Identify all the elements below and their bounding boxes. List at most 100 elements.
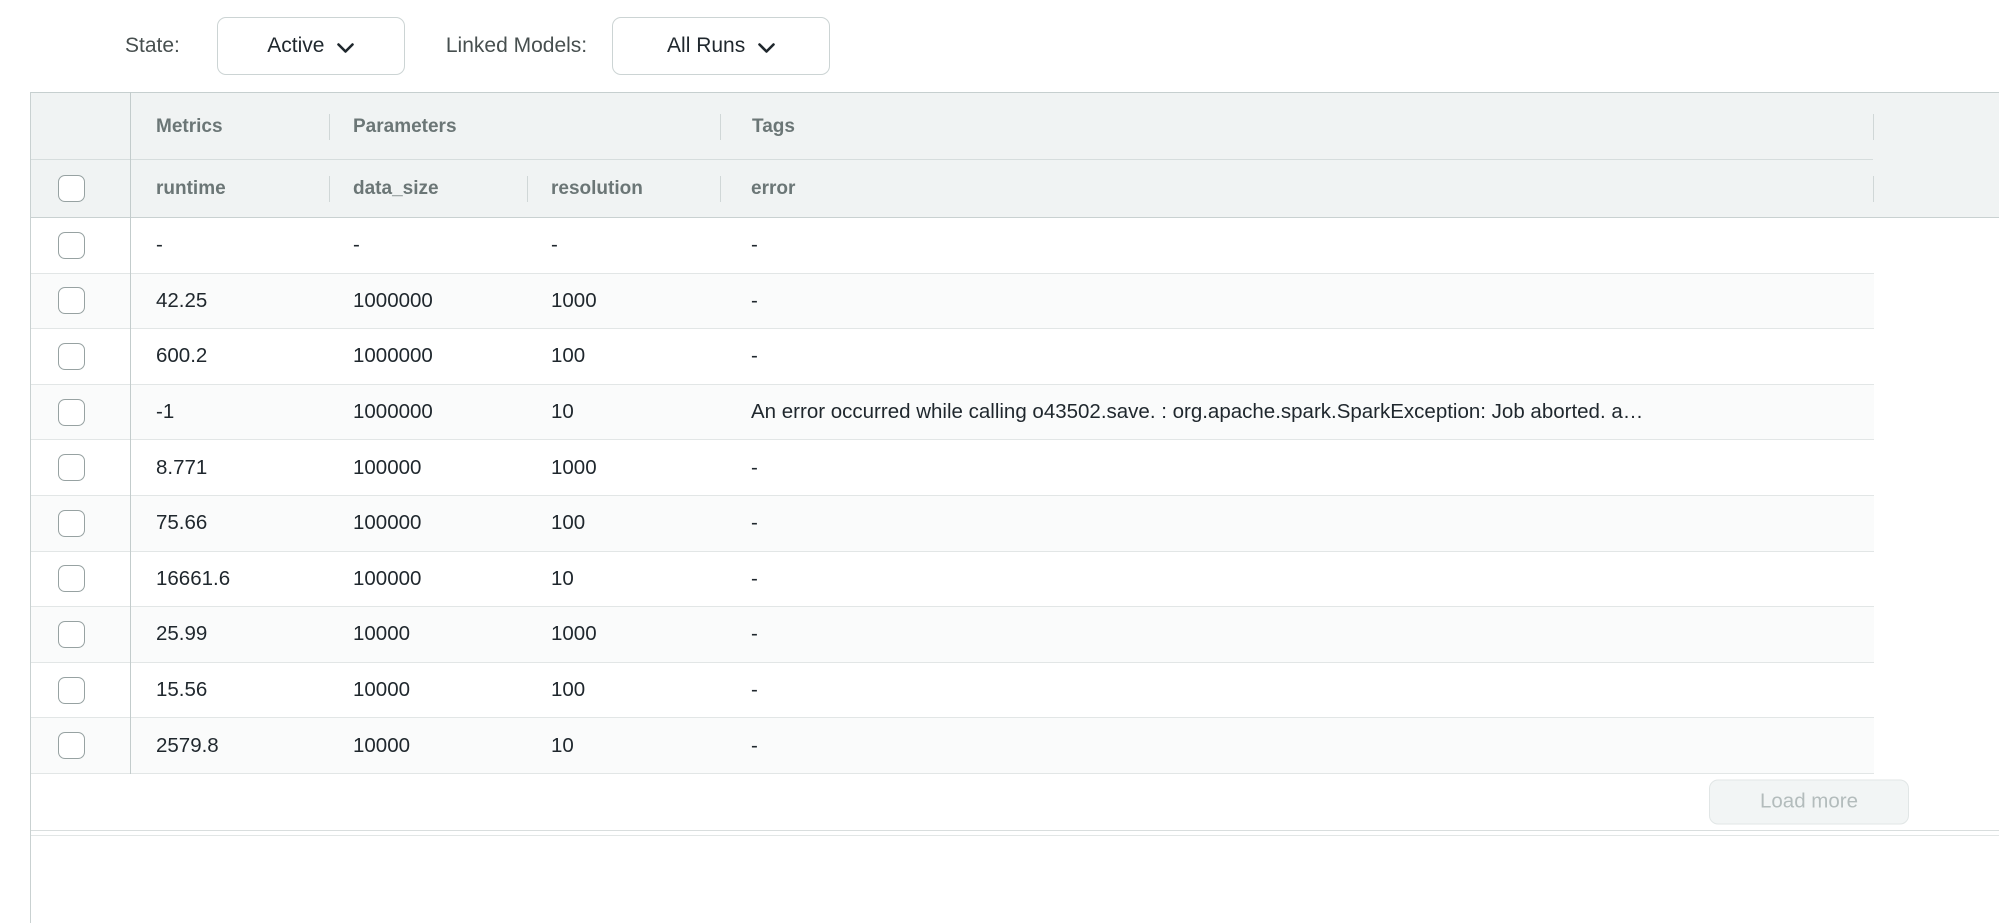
row-checkbox-cell xyxy=(30,676,130,704)
group-header-parameters[interactable]: Parameters xyxy=(353,115,457,137)
row-checkbox-cell xyxy=(30,342,130,370)
state-filter-label: State: xyxy=(125,34,180,57)
error-cell: - xyxy=(751,622,758,646)
runtime-cell: -1 xyxy=(156,400,175,424)
row-checkbox-cell xyxy=(30,398,130,426)
column-separator xyxy=(527,175,528,202)
row-checkbox-cell xyxy=(30,565,130,593)
resolution-cell: 10 xyxy=(551,566,574,590)
error-cell: - xyxy=(751,288,758,312)
error-cell: - xyxy=(751,233,758,257)
table-row[interactable]: 75.66 100000 100 - xyxy=(30,495,1874,552)
resolution-cell: 10 xyxy=(551,400,574,424)
resolution-cell: 1000 xyxy=(551,455,597,479)
select-all-checkbox[interactable] xyxy=(58,175,85,202)
column-header-resolution[interactable]: resolution xyxy=(551,177,643,199)
error-cell: - xyxy=(751,733,758,757)
table-row[interactable]: 42.25 1000000 1000 - xyxy=(30,273,1874,330)
table-row[interactable]: - - - - xyxy=(30,218,1874,274)
resolution-cell: 100 xyxy=(551,344,586,368)
resolution-cell: 100 xyxy=(551,511,586,535)
select-all-cell xyxy=(30,175,130,202)
resolution-cell: 1000 xyxy=(551,622,597,646)
row-checkbox-cell xyxy=(30,509,130,537)
table-row[interactable]: 600.2 1000000 100 - xyxy=(30,329,1874,385)
row-checkbox[interactable] xyxy=(58,565,85,593)
checkbox-column-divider xyxy=(130,92,131,774)
data-size-cell: 1000000 xyxy=(353,288,433,312)
data-size-cell: 10000 xyxy=(353,678,411,702)
row-checkbox-cell xyxy=(30,620,130,648)
group-header-tags[interactable]: Tags xyxy=(752,115,795,137)
row-checkbox-cell xyxy=(30,231,130,259)
linked-models-filter-label: Linked Models: xyxy=(445,34,588,57)
linked-models-dropdown[interactable]: All Runs xyxy=(612,17,831,75)
runtime-cell: 15.56 xyxy=(156,678,208,702)
column-separator xyxy=(329,175,330,202)
runtime-cell: 75.66 xyxy=(156,511,208,535)
resolution-cell: 100 xyxy=(551,678,586,702)
row-checkbox[interactable] xyxy=(58,454,85,482)
data-size-cell: - xyxy=(353,233,360,257)
row-checkbox[interactable] xyxy=(58,509,85,537)
row-checkbox[interactable] xyxy=(58,231,85,259)
error-cell: - xyxy=(751,678,758,702)
row-checkbox[interactable] xyxy=(58,287,85,315)
resolution-cell: 10 xyxy=(551,733,574,757)
row-checkbox-cell xyxy=(30,454,130,482)
column-separator xyxy=(329,113,330,140)
table-row[interactable]: -1 1000000 10 An error occurred while ca… xyxy=(30,384,1874,441)
runtime-cell: 16661.6 xyxy=(156,566,231,590)
chevron-down-icon xyxy=(337,36,355,60)
resolution-cell: - xyxy=(551,233,558,257)
row-checkbox[interactable] xyxy=(58,398,85,426)
table-left-border xyxy=(30,92,31,923)
runtime-cell: 25.99 xyxy=(156,622,208,646)
error-cell: - xyxy=(751,566,758,590)
runtime-cell: 600.2 xyxy=(156,344,208,368)
column-header-row: runtime data_size resolution error xyxy=(30,160,1999,218)
data-size-cell: 100000 xyxy=(353,566,422,590)
row-checkbox[interactable] xyxy=(58,676,85,704)
column-separator xyxy=(1873,113,1874,140)
table-row[interactable]: 16661.6 100000 10 - xyxy=(30,551,1874,608)
row-checkbox[interactable] xyxy=(58,732,85,760)
runs-table: Metrics Parameters Tags runtime data_siz… xyxy=(30,92,1999,836)
load-more-button[interactable]: Load more xyxy=(1709,779,1909,825)
row-checkbox-cell xyxy=(30,287,130,315)
load-more-row: Load more xyxy=(30,773,1999,831)
table-row[interactable]: 2579.8 10000 10 - xyxy=(30,718,1874,774)
column-separator xyxy=(1873,175,1874,202)
group-header-metrics[interactable]: Metrics xyxy=(156,115,223,137)
state-dropdown-value: Active xyxy=(267,34,325,57)
table-row[interactable]: 8.771 100000 1000 - xyxy=(30,440,1874,496)
runtime-cell: - xyxy=(156,233,163,257)
column-header-error[interactable]: error xyxy=(751,177,796,199)
column-separator xyxy=(720,113,721,140)
linked-models-dropdown-value: All Runs xyxy=(667,34,746,57)
error-cell: An error occurred while calling o43502.s… xyxy=(751,400,1644,424)
data-size-cell: 1000000 xyxy=(353,400,433,424)
table-row[interactable]: 25.99 10000 1000 - xyxy=(30,607,1874,663)
column-header-runtime[interactable]: runtime xyxy=(156,177,226,199)
resolution-cell: 1000 xyxy=(551,288,597,312)
group-header-row: Metrics Parameters Tags xyxy=(30,93,1999,160)
table-body: - - - - 42.25 1000000 1000 - 600.2 10000… xyxy=(30,218,1874,774)
data-size-cell: 1000000 xyxy=(353,344,433,368)
error-cell: - xyxy=(751,344,758,368)
error-cell: - xyxy=(751,511,758,535)
column-header-data-size[interactable]: data_size xyxy=(353,177,439,199)
chevron-down-icon xyxy=(758,36,776,60)
row-checkbox[interactable] xyxy=(58,342,85,370)
runtime-cell: 42.25 xyxy=(156,288,208,312)
runtime-cell: 2579.8 xyxy=(156,733,219,757)
state-dropdown[interactable]: Active xyxy=(216,17,405,75)
row-checkbox[interactable] xyxy=(58,620,85,648)
row-checkbox-cell xyxy=(30,732,130,760)
data-size-cell: 10000 xyxy=(353,622,411,646)
table-row[interactable]: 15.56 10000 100 - xyxy=(30,662,1874,719)
filter-bar: State: Active Linked Models: All Runs xyxy=(125,0,831,92)
data-size-cell: 100000 xyxy=(353,455,422,479)
table-bottom-divider xyxy=(30,830,1999,836)
